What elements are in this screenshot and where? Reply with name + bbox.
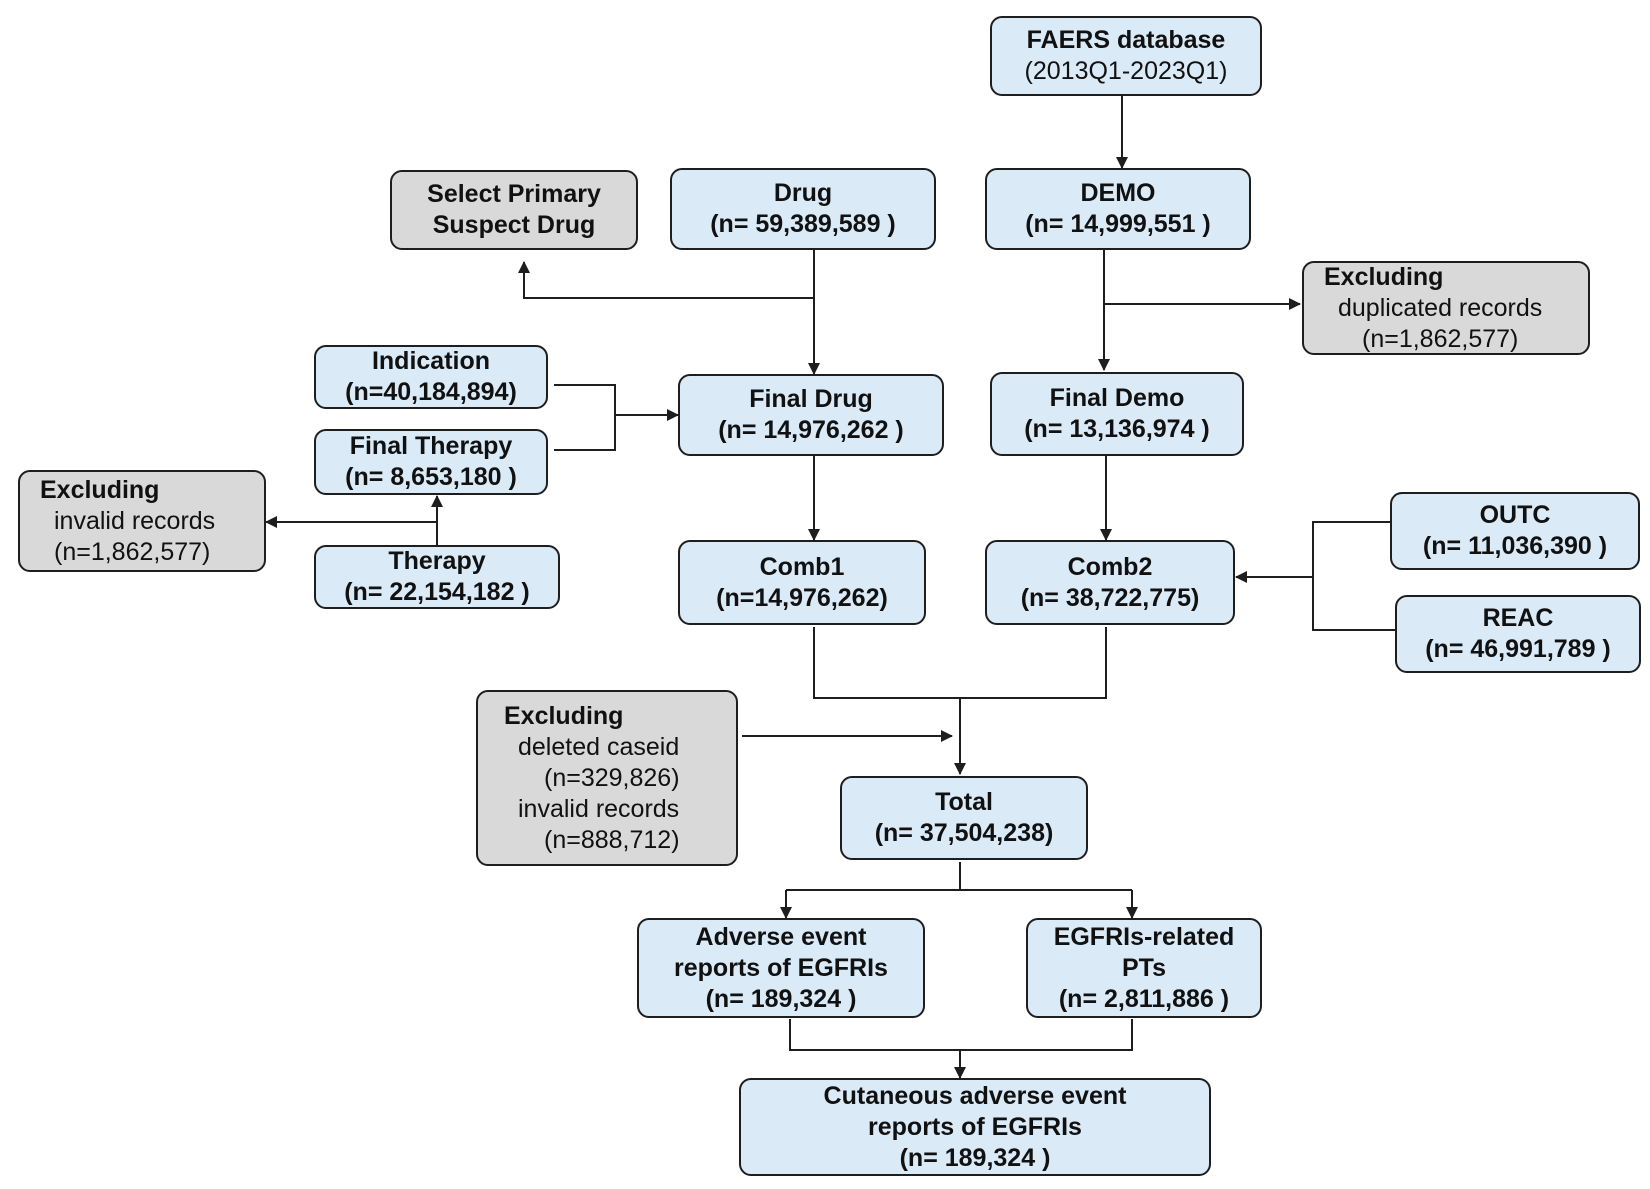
therapy-count: (n= 22,154,182 ): [344, 578, 530, 606]
faers-database-box: FAERS database (2013Q1-2023Q1): [990, 16, 1262, 96]
excl-dup-line1: duplicated records: [1338, 293, 1543, 322]
adverse-line2: reports of EGFRIs: [674, 953, 888, 982]
comb1-box: Comb1 (n=14,976,262): [678, 540, 926, 625]
faers-title: FAERS database: [1026, 26, 1226, 54]
cutaneous-count: (n= 189,324 ): [899, 1143, 1051, 1172]
final-therapy-title: Final Therapy: [349, 432, 513, 460]
line-comb-merge: [813, 627, 1107, 699]
final-therapy-box: Final Therapy (n= 8,653,180 ): [314, 429, 548, 495]
final-demo-count: (n= 13,136,974 ): [1024, 415, 1210, 443]
excl-deleted-line1: deleted caseid: [518, 732, 680, 761]
excl-dup-count: (n=1,862,577): [1362, 324, 1519, 353]
excl-deleted-count2: (n=888,712): [544, 825, 680, 854]
excl-deleted-line2: invalid records: [518, 794, 680, 823]
arrow-drug-to-primary: [518, 250, 815, 299]
final-drug-count: (n= 14,976,262 ): [718, 416, 904, 444]
demo-count: (n= 14,999,551 ): [1025, 210, 1211, 238]
excluding-deleted-box: Excluding deleted caseid (n=329,826) inv…: [476, 690, 738, 866]
faers-period: (2013Q1-2023Q1): [1024, 57, 1228, 85]
comb1-title: Comb1: [759, 552, 845, 581]
total-count: (n= 37,504,238): [874, 819, 1054, 847]
final-demo-box: Final Demo (n= 13,136,974 ): [990, 372, 1244, 456]
egfris-pts-line2: PTs: [1122, 953, 1166, 982]
outc-box: OUTC (n= 11,036,390 ): [1390, 492, 1640, 570]
final-demo-title: Final Demo: [1049, 384, 1185, 412]
comb1-count: (n=14,976,262): [716, 583, 888, 612]
egfris-related-pts-box: EGFRIs-related PTs (n= 2,811,886 ): [1026, 918, 1262, 1018]
excluding-invalid-box: Excluding invalid records (n=1,862,577): [18, 470, 266, 572]
final-therapy-count: (n= 8,653,180 ): [345, 463, 517, 491]
excl-invalid-count: (n=1,862,577): [54, 537, 211, 566]
comb2-box: Comb2 (n= 38,722,775): [985, 540, 1235, 625]
total-title: Total: [935, 788, 993, 816]
excl-deleted-title: Excluding: [504, 701, 624, 730]
adverse-count: (n= 189,324 ): [705, 984, 857, 1013]
excl-invalid-title: Excluding: [40, 475, 160, 504]
outc-count: (n= 11,036,390 ): [1422, 532, 1608, 560]
line-outc-reac-merge: [1312, 521, 1395, 631]
line-indication-merge: [554, 384, 616, 451]
excl-invalid-line1: invalid records: [54, 506, 216, 535]
cutaneous-line1: Cutaneous adverse event: [823, 1081, 1127, 1110]
comb2-count: (n= 38,722,775): [1020, 583, 1200, 612]
line-results-merge: [789, 1019, 1133, 1051]
line-total-split: [786, 862, 1132, 891]
reac-box: REAC (n= 46,991,789 ): [1395, 595, 1641, 673]
primary-line1: Select Primary: [427, 180, 601, 208]
outc-title: OUTC: [1479, 501, 1551, 529]
select-primary-suspect-drug-box: Select Primary Suspect Drug: [390, 170, 638, 250]
excluding-duplicated-box: Excluding duplicated records (n=1,862,57…: [1302, 261, 1590, 355]
adverse-line1: Adverse event: [695, 922, 867, 951]
therapy-box: Therapy (n= 22,154,182 ): [314, 545, 560, 609]
reac-title: REAC: [1482, 604, 1554, 632]
final-drug-title: Final Drug: [749, 385, 873, 413]
total-box: Total (n= 37,504,238): [840, 776, 1088, 860]
primary-line2: Suspect Drug: [432, 211, 596, 239]
reac-count: (n= 46,991,789 ): [1425, 635, 1611, 663]
indication-title: Indication: [371, 347, 491, 375]
excl-deleted-count1: (n=329,826): [544, 763, 680, 792]
demo-box: DEMO (n= 14,999,551 ): [985, 168, 1251, 250]
drug-count: (n= 59,389,589 ): [710, 210, 896, 238]
drug-box: Drug (n= 59,389,589 ): [670, 168, 936, 250]
egfris-pts-line1: EGFRIs-related: [1053, 922, 1235, 951]
egfris-pts-count: (n= 2,811,886 ): [1058, 984, 1230, 1013]
demo-title: DEMO: [1080, 179, 1156, 207]
therapy-title: Therapy: [388, 547, 486, 575]
indication-box: Indication (n=40,184,894): [314, 345, 548, 409]
comb2-title: Comb2: [1067, 552, 1153, 581]
final-drug-box: Final Drug (n= 14,976,262 ): [678, 374, 944, 456]
indication-count: (n=40,184,894): [345, 378, 517, 406]
adverse-event-reports-box: Adverse event reports of EGFRIs (n= 189,…: [637, 918, 925, 1018]
cutaneous-adverse-event-box: Cutaneous adverse event reports of EGFRI…: [739, 1078, 1211, 1176]
excl-dup-title: Excluding: [1324, 262, 1444, 291]
drug-title: Drug: [773, 179, 833, 207]
cutaneous-line2: reports of EGFRIs: [868, 1112, 1082, 1141]
